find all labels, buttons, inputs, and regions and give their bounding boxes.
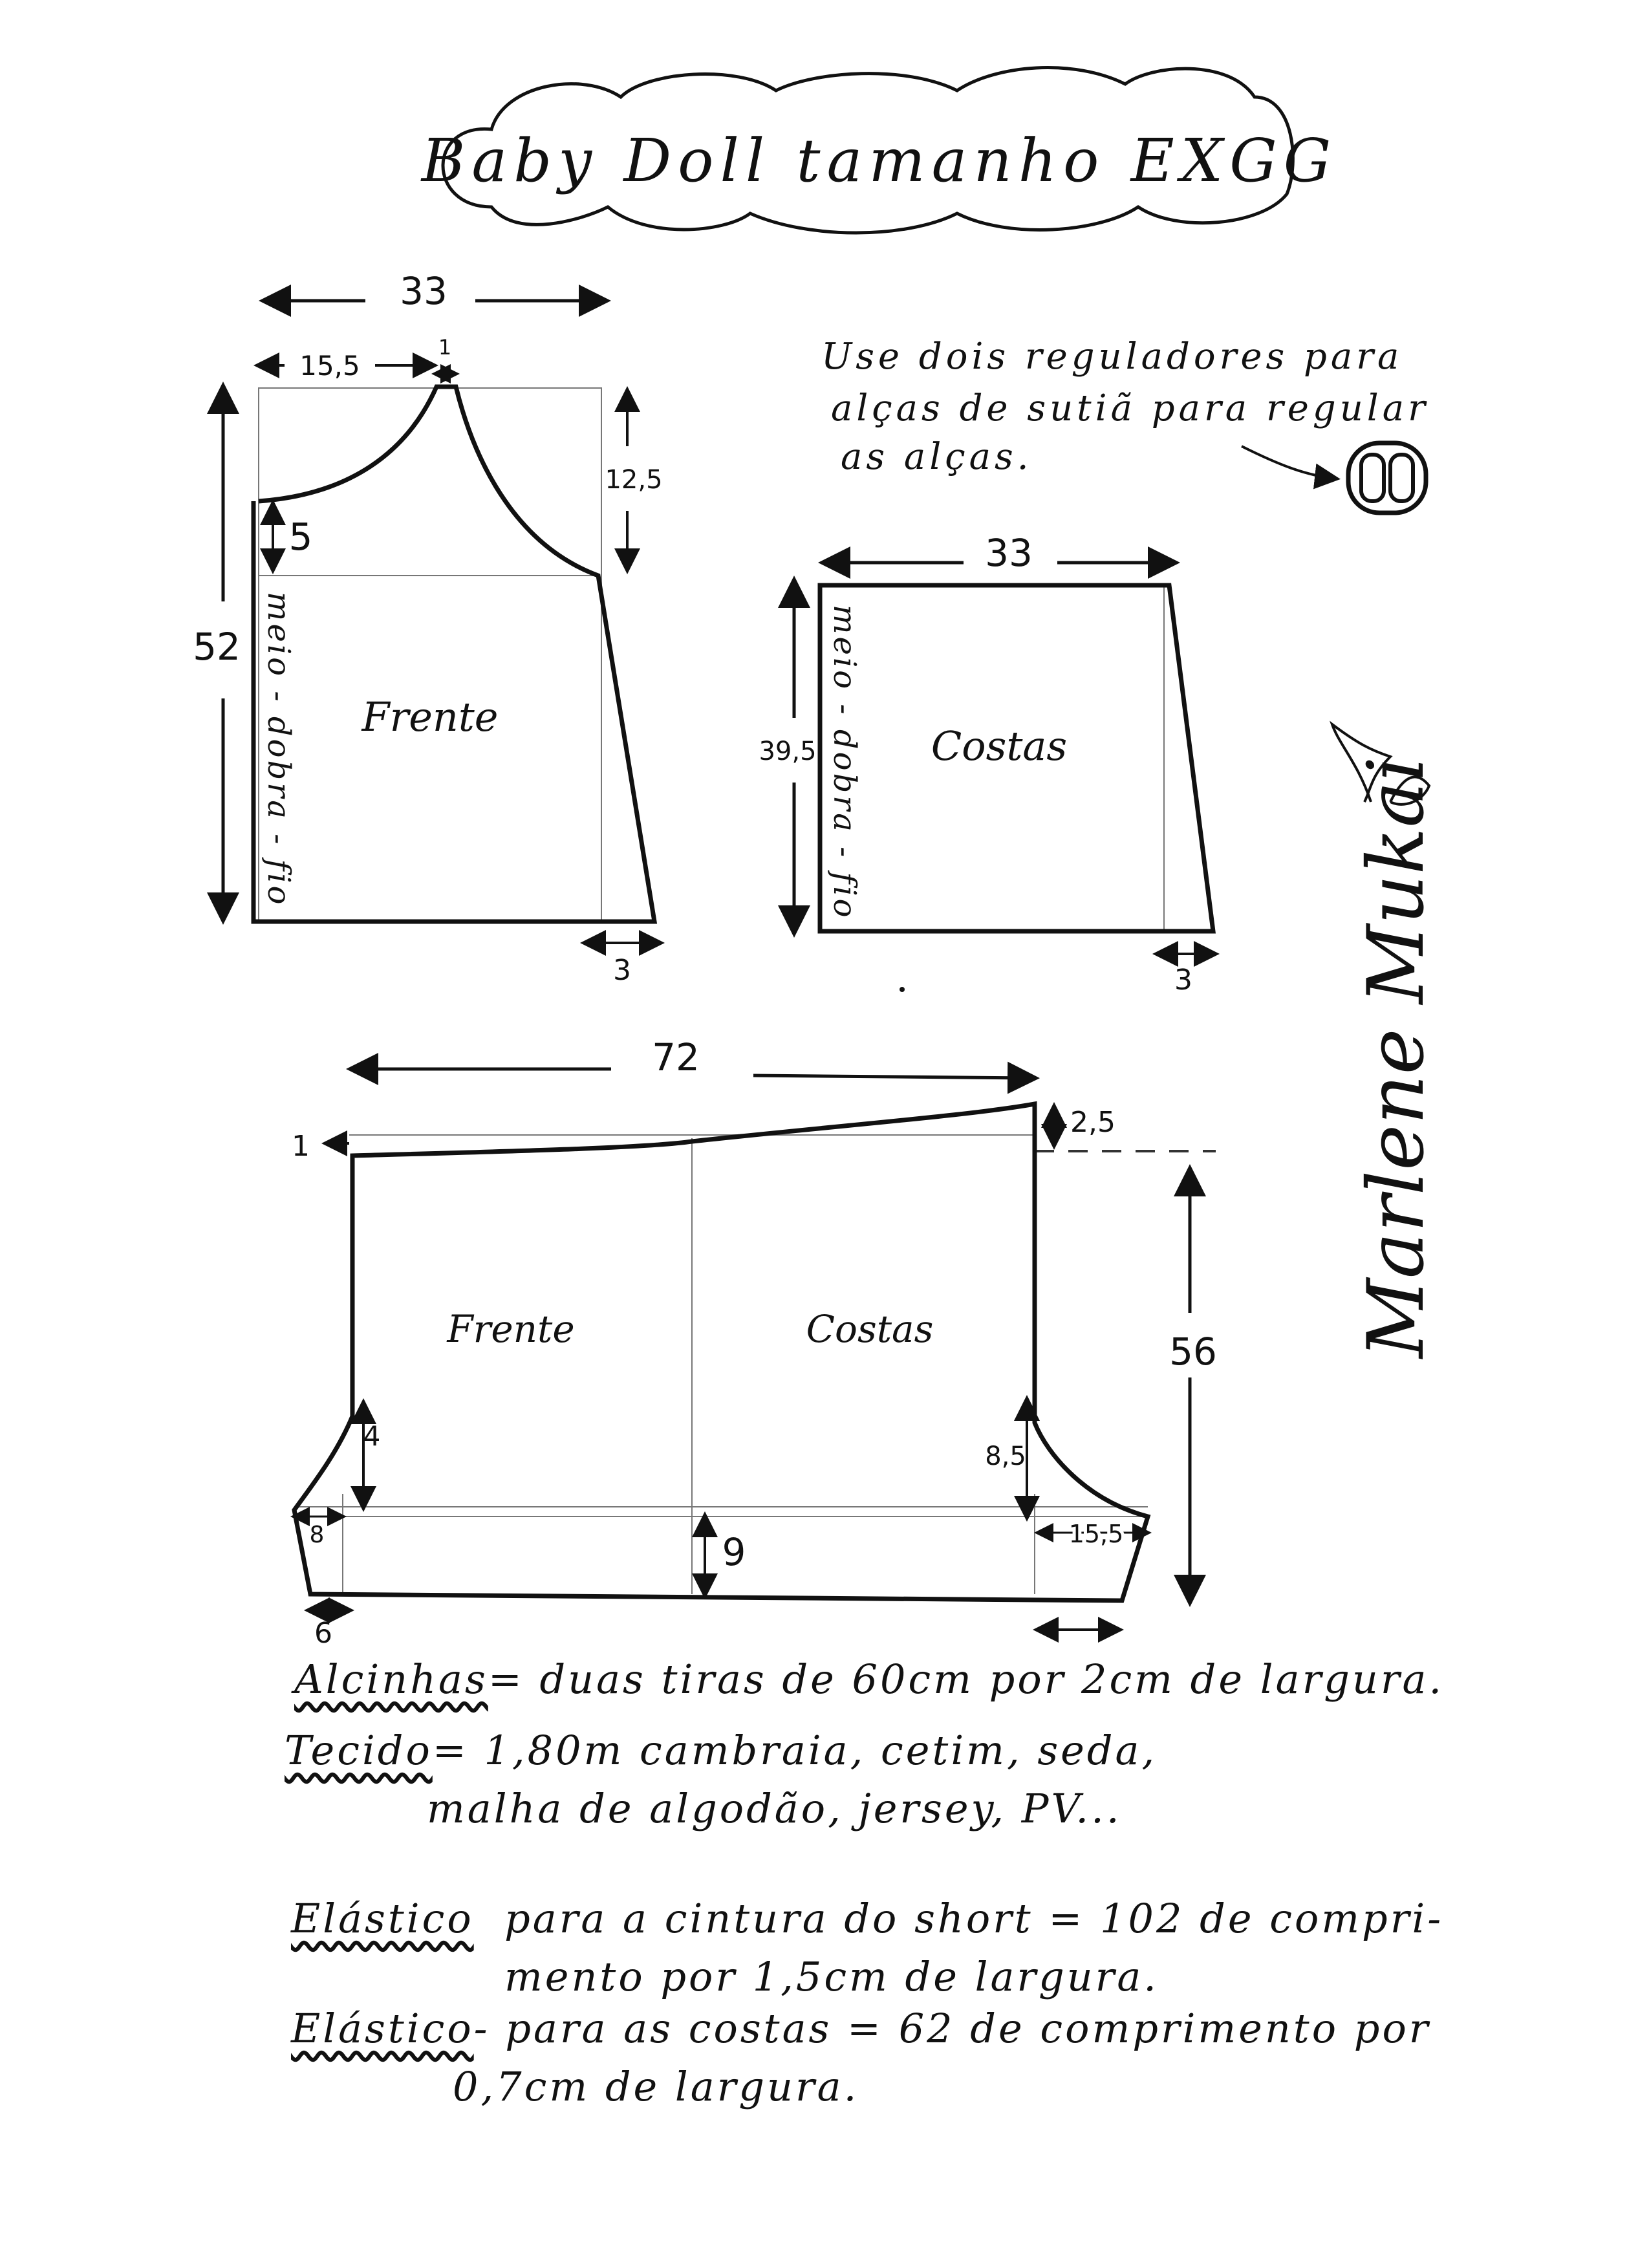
elastico-costas-note-2: 0,7cm de largura. bbox=[453, 2063, 859, 2110]
elastico-costas-label: Elástico bbox=[291, 2005, 474, 2052]
instruction-line-3: as alças. bbox=[841, 436, 1033, 478]
signature bbox=[1330, 720, 1431, 806]
front-bodice-piece bbox=[251, 384, 658, 924]
back-width-label: 33 bbox=[985, 531, 1033, 575]
front-piece-label: Frente bbox=[361, 693, 499, 740]
instruction-line-1: Use dois reguladores para bbox=[821, 336, 1403, 378]
title-cloud bbox=[441, 66, 1295, 235]
front-height-label: 52 bbox=[193, 625, 241, 669]
alcinhas-note: Alcinhas= duas tiras de 60cm por 2cm de … bbox=[294, 1656, 1444, 1703]
elastico-cintura-note: Elástico para a cintura do short = 102 d… bbox=[291, 1895, 1443, 1942]
shorts-height-label: 56 bbox=[1169, 1330, 1217, 1374]
shorts-back-label: Costas bbox=[806, 1307, 934, 1351]
shorts-front-label: Frente bbox=[446, 1307, 574, 1351]
page-title: Baby Doll tamanho EXGG bbox=[420, 126, 1338, 195]
back-piece-label: Costas bbox=[931, 722, 1067, 770]
shorts-front-crotch-label: 4 bbox=[363, 1420, 381, 1452]
tecido-text: = 1,80m cambraia, cetim, seda, bbox=[432, 1727, 1158, 1774]
shorts-width-label: 72 bbox=[652, 1035, 700, 1079]
elastico-cintura-label: Elástico bbox=[291, 1895, 474, 1942]
tecido-label: Tecido bbox=[285, 1727, 433, 1774]
tecido-note-2: malha de algodão, jersey, PV... bbox=[427, 1785, 1122, 1832]
shorts-back-ext-label: 15,5 bbox=[1069, 1520, 1124, 1548]
signature-text: Marlene Mukai bbox=[1352, 757, 1441, 1359]
back-fold-label: meio - dobra - fio bbox=[826, 605, 863, 920]
front-strap-label: 1 bbox=[438, 335, 451, 360]
front-neck-dimension bbox=[253, 352, 460, 383]
bra-strap-regulator-icon bbox=[1346, 440, 1428, 515]
instruction-arrow bbox=[1241, 445, 1341, 490]
shorts-front-rise-label: 1 bbox=[292, 1130, 310, 1163]
shorts-back-crotch-label: 8,5 bbox=[985, 1442, 1026, 1471]
tecido-note: Tecido= 1,80m cambraia, cetim, seda, bbox=[285, 1727, 1157, 1774]
back-height-label: 39,5 bbox=[759, 737, 816, 766]
back-bodice-piece bbox=[817, 583, 1216, 934]
elastico-cintura-note-2: mento por 1,5cm de largura. bbox=[504, 1953, 1159, 2000]
elastico-costas-text-2: 0,7cm de largura. bbox=[453, 2063, 859, 2110]
elastico-cintura-text-2: mento por 1,5cm de largura. bbox=[504, 1953, 1159, 2000]
back-flare-label: 3 bbox=[1174, 964, 1192, 997]
front-neck-label: 15,5 bbox=[299, 350, 360, 382]
shorts-piece bbox=[292, 1101, 1216, 1603]
shorts-width-dimension bbox=[346, 1053, 1040, 1094]
shorts-front-hem-label: 6 bbox=[314, 1617, 332, 1650]
elastico-costas-note: Elástico- para as costas = 62 de comprim… bbox=[291, 2005, 1430, 2052]
shorts-back-rise-label: 2,5 bbox=[1070, 1106, 1116, 1139]
front-flare-label: 3 bbox=[613, 954, 631, 987]
front-armhole-label: 12,5 bbox=[605, 465, 662, 495]
elastico-cintura-text: para a cintura do short = 102 de compri- bbox=[504, 1895, 1444, 1942]
front-fold-label: meio - dobra - fio bbox=[261, 592, 297, 907]
shorts-front-ext-label: 8 bbox=[310, 1522, 325, 1548]
instruction-line-2: alças de sutiã para regular bbox=[831, 387, 1429, 429]
alcinhas-label: Alcinhas bbox=[294, 1656, 488, 1703]
alcinhas-text: = duas tiras de 60cm por 2cm de largura. bbox=[488, 1656, 1445, 1703]
elastico-costas-text: - para as costas = 62 de comprimento por bbox=[473, 2005, 1431, 2052]
shorts-leg-label: 9 bbox=[722, 1530, 746, 1574]
front-width-label: 33 bbox=[400, 269, 447, 313]
stray-dot bbox=[900, 987, 905, 992]
front-side-drop-label: 5 bbox=[289, 515, 313, 559]
tecido-text-2: malha de algodão, jersey, PV... bbox=[427, 1785, 1122, 1832]
